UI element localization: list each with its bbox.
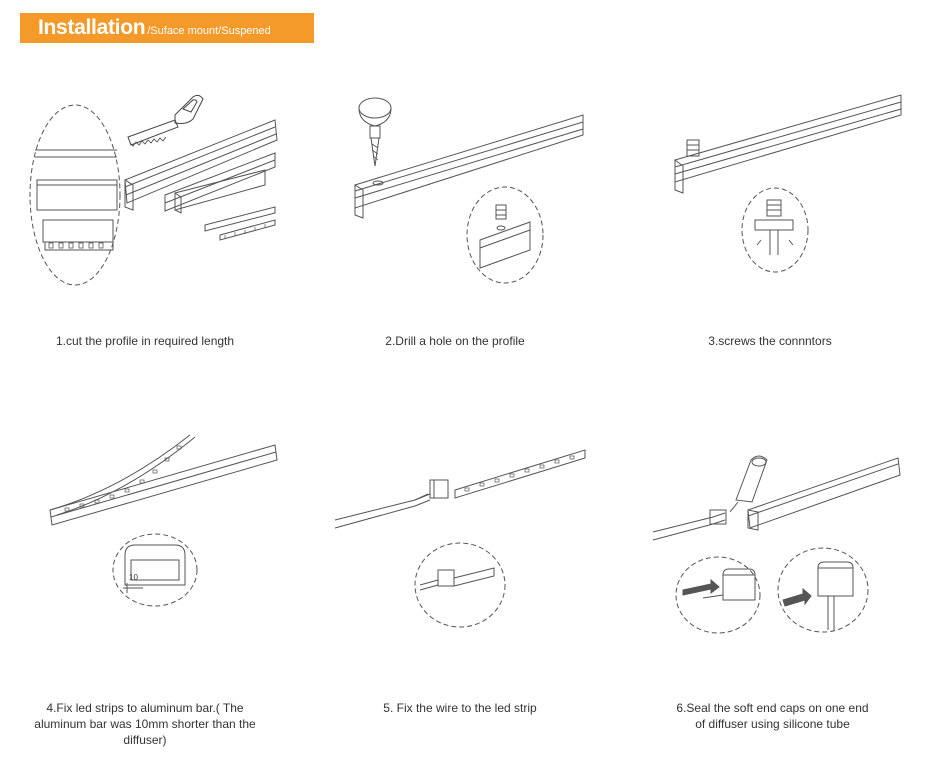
step-2-illustration: [340, 90, 590, 290]
section-title: Installation: [38, 16, 146, 39]
step-1-illustration: [25, 85, 285, 295]
step-3-caption: 3.screws the connntors: [708, 334, 832, 348]
step-2-caption: 2.Drill a hole on the profile: [385, 334, 525, 348]
step-4-illustration: 10: [45, 430, 285, 610]
step-6-illustration: [648, 450, 908, 640]
section-subtitle: /Suface mount/Suspened: [147, 25, 271, 37]
section-header-banner: Installation /Suface mount/Suspened: [20, 13, 314, 43]
step-6-caption: 6.Seal the soft end caps on one end of d…: [676, 701, 869, 731]
step-1-caption: 1.cut the profile in required length: [55, 334, 235, 348]
dimension-label: 10: [129, 573, 138, 582]
step-5-caption: 5. Fix the wire to the led strip: [383, 701, 537, 715]
step-3-illustration: [665, 90, 905, 280]
step-4-caption: 4.Fix led strips to aluminum bar.( The a…: [34, 701, 256, 747]
step-5-illustration: [330, 440, 590, 630]
